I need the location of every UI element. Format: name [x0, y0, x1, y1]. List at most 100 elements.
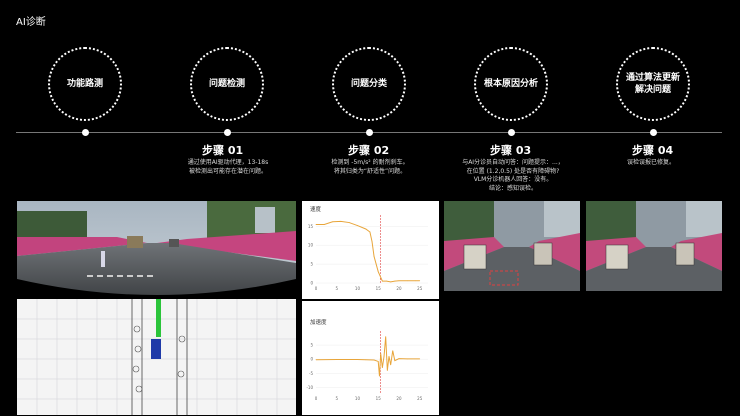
y-tick-label: 10	[308, 243, 314, 248]
x-tick-label: 25	[417, 286, 423, 291]
x-tick-label: 25	[417, 396, 423, 401]
desc-line: 被检测出可能存在潜在问题。	[188, 167, 267, 175]
data-point	[323, 224, 325, 225]
x-tick-label: 5	[335, 286, 338, 291]
data-point	[348, 222, 350, 223]
data-point	[381, 367, 383, 369]
data-point	[419, 280, 421, 282]
desc-line: 在位置 (1.2,0.5) 处是否有障碍物?	[466, 167, 560, 175]
data-point	[386, 370, 388, 371]
y-tick-label: -5	[309, 371, 313, 376]
timeline-dot	[650, 129, 657, 136]
data-point	[373, 256, 375, 257]
data-point	[392, 350, 394, 352]
x-tick-label: 0	[315, 286, 318, 291]
step-01-description: 通过使用AI驱动代理，13-18s 被检测出可能存在潜在问题。	[176, 159, 280, 176]
desc-line: VLM分诊机器人回答：没有。	[473, 176, 553, 183]
data-point	[365, 359, 367, 361]
data-point	[315, 224, 317, 225]
data-point	[381, 280, 383, 282]
x-tick-label: 10	[355, 396, 361, 401]
x-tick-label: 20	[396, 396, 402, 401]
data-point	[315, 359, 317, 361]
data-point	[357, 225, 358, 226]
data-point	[390, 364, 392, 366]
timeline-dot	[224, 129, 231, 136]
data-point	[394, 360, 396, 361]
data-point	[383, 355, 385, 357]
data-point	[398, 280, 400, 282]
data-point	[406, 280, 408, 282]
data-point	[398, 358, 400, 360]
speed-chart-title: 速度	[310, 207, 322, 213]
x-tick-label: 5	[335, 396, 338, 401]
stage-circle-road-test: 功能路测	[48, 47, 122, 121]
series-line	[315, 336, 420, 377]
data-point	[357, 359, 358, 360]
data-point	[390, 281, 392, 283]
data-point	[406, 358, 408, 360]
data-point	[332, 221, 333, 223]
data-point	[388, 355, 390, 357]
fixed-camera-image	[586, 201, 722, 299]
data-point	[365, 228, 367, 230]
stage-label: 功能路测	[66, 79, 103, 89]
data-point	[377, 271, 379, 273]
data-point	[386, 280, 387, 282]
y-tick-label: 0	[310, 357, 313, 362]
data-point	[369, 231, 371, 233]
step-03-description: 与AI分诊员自动问答：问题提示：...， 在位置 (1.2,0.5) 处是否有障…	[450, 159, 576, 193]
x-tick-label: 20	[396, 286, 402, 291]
data-point	[340, 221, 342, 222]
desc-line: 检测到 -5m/s² 的耐剂刹车。	[331, 159, 409, 166]
false-detection-box	[489, 270, 519, 286]
stage-circle-root-cause: 根本原因分析	[474, 47, 548, 121]
bev-map-view	[17, 299, 296, 415]
desc-line: 通过使用AI驱动代理，13-18s	[187, 159, 269, 166]
y-tick-label: 0	[310, 281, 313, 286]
timeline-dot	[508, 129, 515, 136]
stage-label: 问题分类	[350, 79, 387, 89]
stage-label-line1: 通过算法更新	[625, 73, 680, 83]
timeline-dot	[366, 129, 373, 136]
desc-line: 与AI分诊员自动问答：问题提示：...，	[462, 159, 564, 166]
page-title: AI诊断	[16, 17, 46, 28]
desc-line: 误检误报已修复。	[626, 159, 675, 166]
y-tick-label: 15	[308, 224, 314, 229]
desc-line: 将其归类为“舒适性”问题。	[333, 167, 407, 175]
acceleration-chart-title: 加速度	[310, 320, 327, 326]
step-03-label: 步骤 03	[490, 144, 532, 157]
data-point	[371, 241, 373, 242]
data-point	[419, 358, 421, 360]
step-04-description: 误检误报已修复。	[606, 159, 696, 168]
x-tick-label: 10	[355, 286, 361, 291]
step-04-label: 步骤 04	[632, 144, 674, 157]
data-point	[373, 359, 375, 361]
root-cause-camera-image	[444, 201, 580, 299]
data-point	[377, 361, 379, 362]
stage-label: 根本原因分析	[483, 79, 538, 89]
stage-circle-algorithm-update: 通过算法更新 解决问题	[616, 47, 690, 121]
stage-label: 通过算法更新 解决问题	[626, 72, 680, 96]
series-line	[316, 220, 420, 283]
front-camera-image	[17, 201, 296, 298]
data-point	[380, 353, 382, 354]
step-01-label: 步骤 01	[202, 144, 244, 157]
data-point	[336, 359, 338, 360]
y-tick-label: 5	[310, 262, 313, 267]
timeline-dot	[82, 129, 89, 136]
data-point	[415, 280, 416, 282]
stage-label-line2: 解决问题	[634, 85, 671, 95]
data-point	[379, 375, 380, 377]
stage-circle-detection: 问题检测	[190, 47, 264, 121]
desc-line: 结论：感知误检。	[488, 184, 537, 192]
step-02-description: 检测到 -5m/s² 的耐剂刹车。 将其归类为“舒适性”问题。	[318, 159, 422, 176]
y-tick-label: -10	[306, 385, 313, 390]
step-02-label: 步骤 02	[348, 144, 390, 157]
data-point	[394, 280, 396, 282]
x-tick-label: 0	[315, 396, 318, 401]
data-point	[385, 336, 387, 338]
